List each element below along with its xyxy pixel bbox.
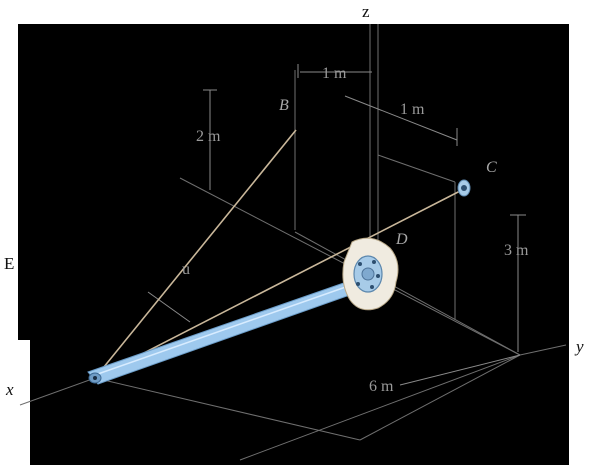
edge-label: E [4,254,15,273]
anchor-C [457,179,471,197]
dimension-label-u: u [182,261,190,278]
lower-left-white-corner [0,340,30,465]
axis-label-x: x [6,380,14,399]
pole-highlight [94,281,361,376]
dimension-label-3m: 3 m [504,242,529,259]
dimension-label-1m-left: 1 m [322,65,347,82]
cable-AB [94,129,297,379]
dimension-label-2m: 2 m [196,128,221,145]
dimension-label-1m-right: 1 m [400,101,425,118]
point-label-B: B [279,97,289,114]
figure-background [18,24,569,465]
axis-label-z: z [362,2,370,21]
axis-label-y: y [576,337,584,356]
pole-base-A [88,372,102,384]
point-label-C: C [486,159,497,176]
dimension-label-6m: 6 m [369,378,394,395]
point-label-D: D [395,231,408,248]
cable-AC [94,189,463,379]
wall-plate-D [342,237,399,311]
dimension-lines [147,64,526,386]
